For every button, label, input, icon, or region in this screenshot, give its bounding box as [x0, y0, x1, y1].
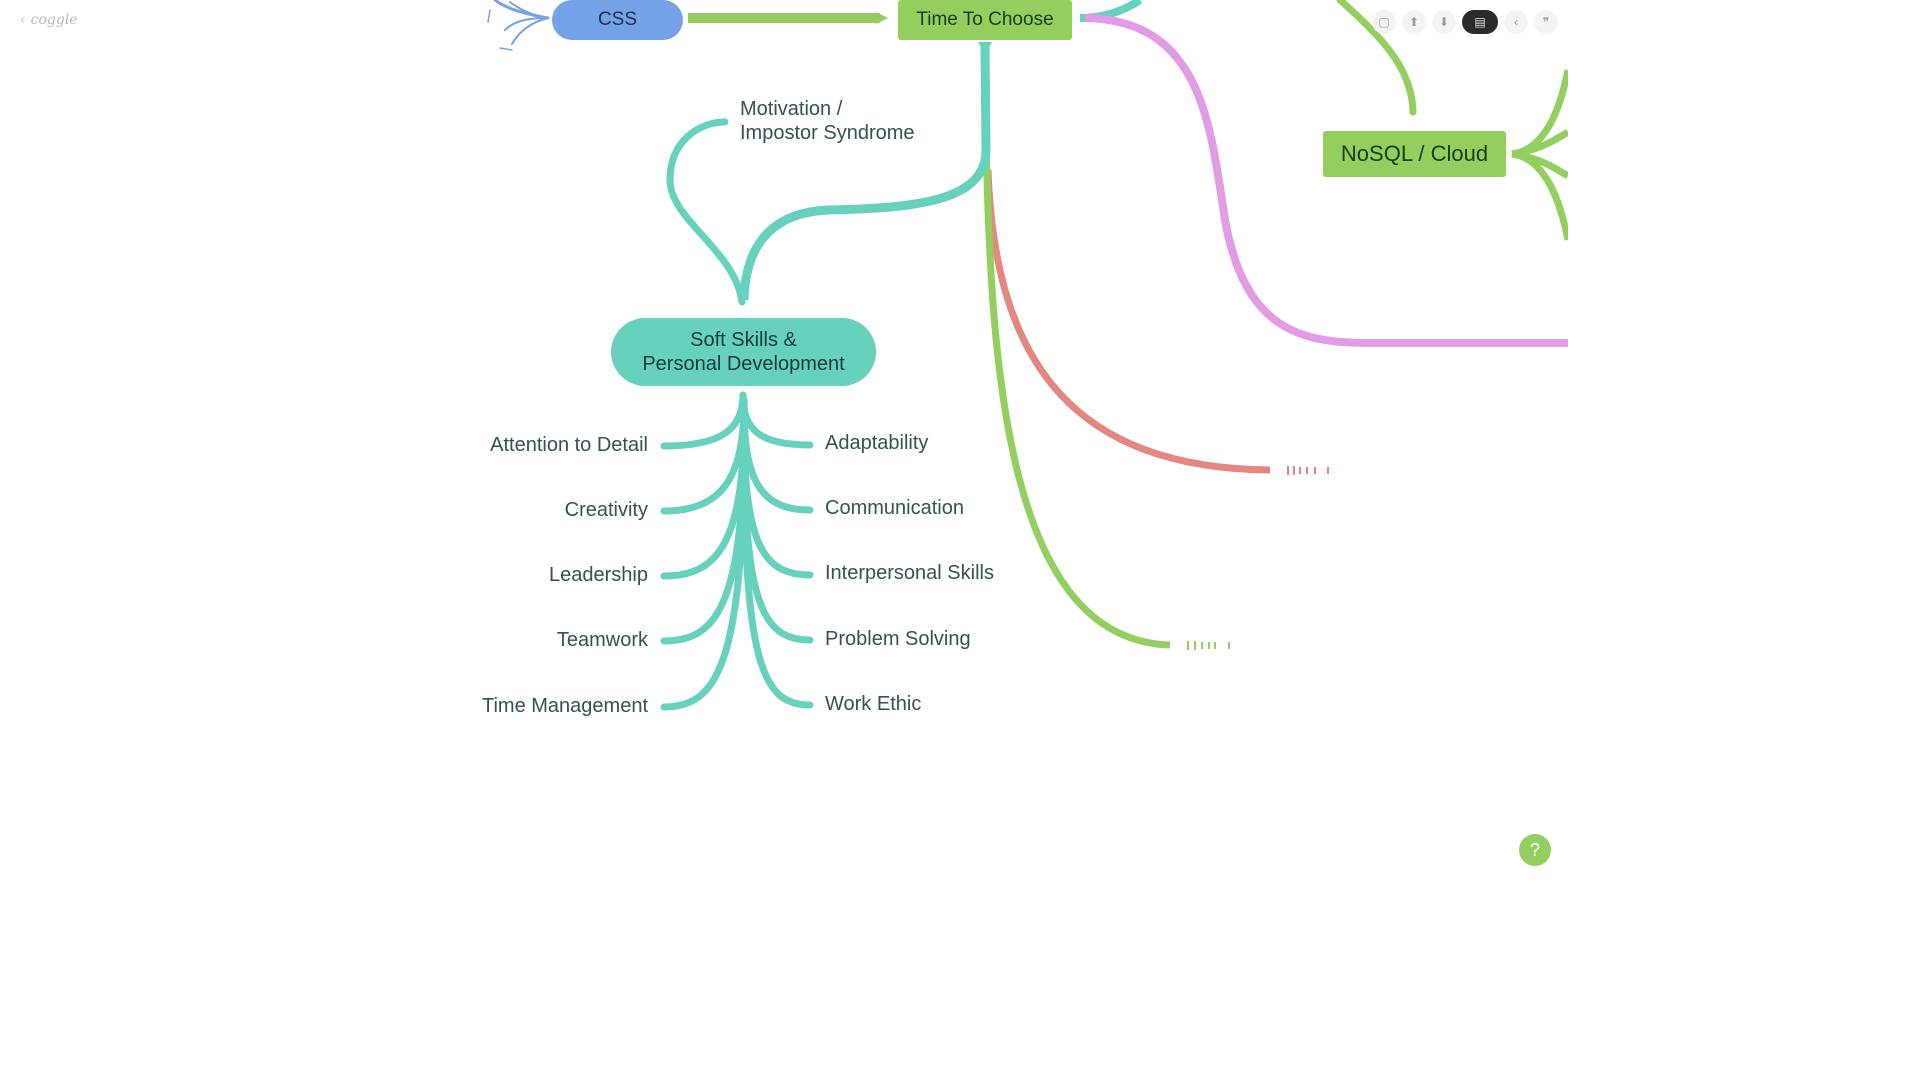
link-green-to-nosql	[1336, 0, 1417, 116]
link-green-down	[982, 129, 1171, 649]
nosql-branches	[1511, 69, 1568, 241]
back-to-dashboard-link[interactable]: ‹ coggle	[20, 12, 78, 28]
help-button[interactable]: ?	[1519, 834, 1551, 866]
css-branch-fan	[487, 0, 550, 51]
node-nosql-cloud[interactable]: NoSQL / Cloud	[1323, 131, 1506, 177]
mindmap-canvas[interactable]: CSS Time To Choose NoSQL / Cloud Soft Sk…	[0, 0, 1568, 882]
help-icon: ?	[1529, 839, 1540, 860]
node-teamwork[interactable]: Teamwork	[556, 629, 648, 651]
node-css-label: CSS	[597, 9, 638, 30]
node-css[interactable]: CSS	[552, 0, 683, 40]
upload-icon[interactable]: ⬆	[1402, 10, 1426, 34]
arrow-time	[876, 12, 888, 24]
presentation-icon[interactable]: ▤	[1462, 10, 1498, 34]
green-branch-ticks	[1187, 641, 1230, 650]
branch-links	[487, 0, 1568, 711]
node-soft-skills[interactable]: Soft Skills & Personal Development	[611, 318, 876, 386]
node-attention-to-detail[interactable]: Attention to Detail	[490, 434, 648, 456]
link-pink	[1084, 14, 1568, 347]
red-branch-ticks	[1287, 466, 1329, 475]
app-logo: coggle	[30, 12, 78, 28]
link-soft-to-motivation	[666, 118, 746, 306]
node-problem-solving[interactable]: Problem Solving	[825, 628, 971, 650]
node-interpersonal-skills[interactable]: Interpersonal Skills	[825, 562, 994, 584]
node-motivation-line2: Impostor Syndrome	[740, 122, 915, 144]
node-time-to-choose[interactable]: Time To Choose	[898, 0, 1072, 40]
soft-right-links	[739, 391, 814, 709]
soft-left-links	[660, 391, 748, 711]
node-soft-line1: Soft Skills &	[690, 329, 797, 351]
node-communication[interactable]: Communication	[825, 497, 964, 519]
download-icon[interactable]: ⬇	[1432, 10, 1456, 34]
comments-icon[interactable]: ▢	[1372, 10, 1396, 34]
node-time-label: Time To Choose	[916, 9, 1054, 30]
chevron-left-icon: ‹	[20, 12, 26, 28]
link-red	[984, 169, 1271, 474]
node-soft-skills-label: Soft Skills & Personal Development	[642, 328, 844, 376]
node-creativity[interactable]: Creativity	[564, 499, 648, 521]
node-work-ethic[interactable]: Work Ethic	[825, 693, 922, 715]
arrow-time-down	[978, 42, 992, 54]
node-soft-line2: Personal Development	[642, 353, 845, 375]
node-nosql-label: NoSQL / Cloud	[1340, 141, 1489, 166]
node-leadership[interactable]: Leadership	[549, 564, 648, 586]
node-motivation-line1: Motivation /	[740, 98, 843, 120]
node-time-management[interactable]: Time Management	[482, 695, 648, 717]
link-time-to-soft	[739, 41, 991, 301]
node-motivation[interactable]: Motivation / Impostor Syndrome	[740, 97, 940, 145]
toolbar: ▢ ⬆ ⬇ ▤ ‹ ❞	[1372, 10, 1558, 34]
node-adaptability[interactable]: Adaptability	[825, 432, 929, 454]
quote-icon[interactable]: ❞	[1534, 10, 1558, 34]
collapse-icon[interactable]: ‹	[1504, 10, 1528, 34]
